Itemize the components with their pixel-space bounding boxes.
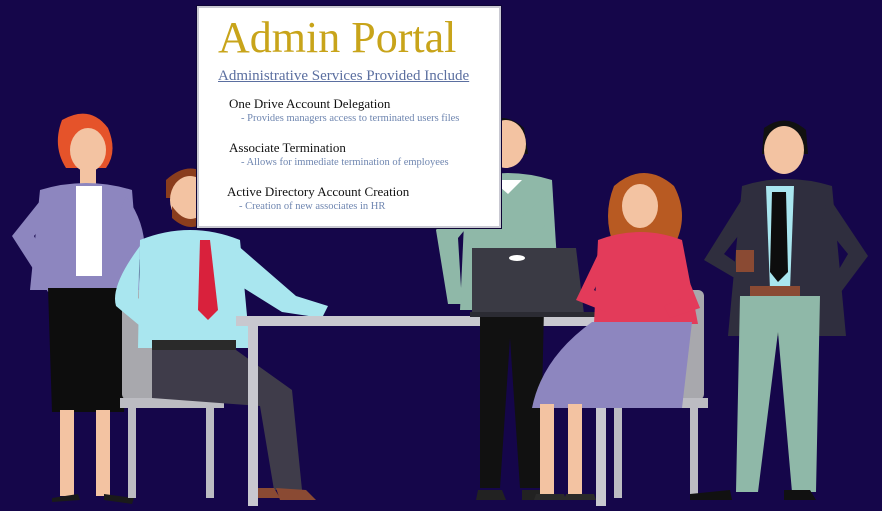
- service-item-ad-creation: Active Directory Account Creation - Crea…: [227, 184, 409, 214]
- service-description: - Creation of new associates in HR: [239, 201, 386, 212]
- service-item-termination: Associate Termination - Allows for immed…: [229, 140, 449, 170]
- service-title: One Drive Account Delegation: [229, 96, 391, 111]
- woman-standing-left-figure: [12, 113, 145, 504]
- service-item-onedrive: One Drive Account Delegation - Provides …: [229, 96, 459, 126]
- portal-subtitle[interactable]: Administrative Services Provided Include: [218, 68, 470, 84]
- service-title: Active Directory Account Creation: [227, 184, 410, 199]
- portal-title: Admin Portal: [218, 13, 457, 62]
- service-description: - Allows for immediate termination of em…: [241, 157, 449, 168]
- standing-man-coffee-figure: [690, 120, 868, 500]
- service-description: - Provides managers access to terminated…: [241, 113, 460, 124]
- seated-woman-figure: [532, 173, 700, 500]
- meeting-table: [236, 316, 614, 506]
- service-title: Associate Termination: [229, 140, 346, 155]
- laptop: [470, 248, 600, 317]
- admin-portal-board: Admin Portal Administrative Services Pro…: [197, 6, 501, 228]
